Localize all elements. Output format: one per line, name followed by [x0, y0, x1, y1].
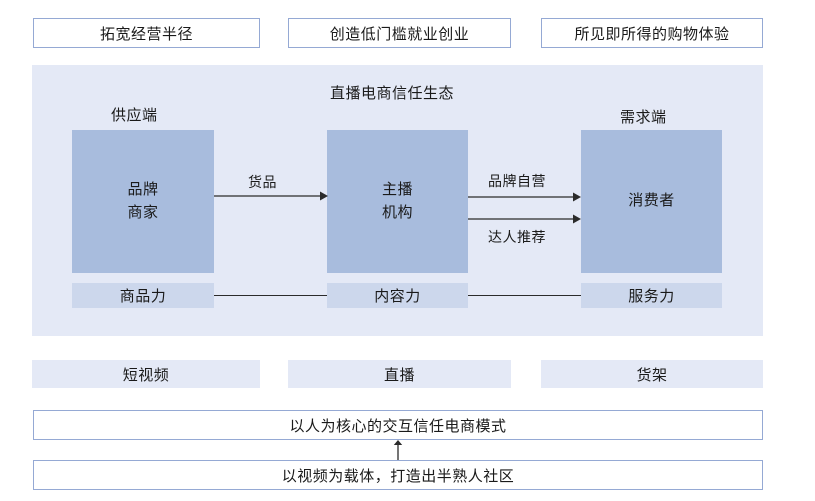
goal-label: 拓宽经营半径 — [99, 26, 193, 43]
channel-box-live-stream[interactable]: 直播 — [288, 360, 511, 388]
summary-label: 以视频为载体，打造出半熟人社区 — [281, 468, 515, 485]
goal-box-broaden-radius[interactable]: 拓宽经营半径 — [33, 18, 260, 48]
ecosystem-title: 直播电商信任生态 — [330, 86, 455, 102]
actor-box-consumer[interactable]: 消费者 — [581, 130, 722, 273]
goal-box-low-barrier-employment[interactable]: 创造低门槛就业创业 — [288, 18, 511, 48]
summary-label: 以人为核心的交互信任电商模式 — [289, 418, 507, 435]
actor-box-brand-merchant[interactable]: 品牌 商家 — [72, 130, 214, 273]
channel-box-shelf[interactable]: 货架 — [541, 360, 763, 388]
actor-label-line2: 机构 — [381, 204, 413, 221]
arrow-goods-icon — [214, 191, 328, 201]
demand-side-label: 需求端 — [620, 110, 667, 126]
actor-box-streamer-agency[interactable]: 主播 机构 — [327, 130, 468, 273]
capability-label: 内容力 — [374, 289, 421, 305]
flow-label-brand-self-operated: 品牌自营 — [488, 175, 546, 190]
capability-box-product-power[interactable]: 商品力 — [72, 283, 214, 308]
actor-label-line1: 消费者 — [628, 193, 675, 210]
capability-label: 商品力 — [119, 289, 167, 305]
actor-label-line1: 主播 — [381, 182, 413, 198]
flow-label-influencer-recommend: 达人推荐 — [488, 231, 546, 246]
capability-connector-line — [468, 295, 581, 296]
channel-label: 货架 — [636, 367, 668, 384]
channel-box-short-video[interactable]: 短视频 — [32, 360, 260, 388]
arrow-up-summary-icon — [393, 440, 403, 462]
goal-box-wysiwyg-shopping[interactable]: 所见即所得的购物体验 — [541, 18, 763, 48]
summary-box-human-centric-model[interactable]: 以人为核心的交互信任电商模式 — [33, 410, 763, 440]
channel-label: 短视频 — [122, 367, 170, 384]
goal-label: 创造低门槛就业创业 — [329, 26, 470, 43]
supply-side-label: 供应端 — [111, 108, 158, 124]
summary-box-video-community[interactable]: 以视频为载体，打造出半熟人社区 — [33, 460, 763, 490]
capability-box-service-power[interactable]: 服务力 — [581, 283, 722, 308]
actor-label-line2: 商家 — [127, 204, 159, 221]
capability-label: 服务力 — [628, 289, 675, 305]
actor-label-line1: 品牌 — [127, 182, 159, 198]
capability-connector-line — [214, 295, 327, 296]
flow-label-goods: 货品 — [248, 176, 277, 191]
arrow-influencer-recommend-icon — [468, 214, 581, 224]
capability-box-content-power[interactable]: 内容力 — [327, 283, 468, 308]
arrow-brand-self-operated-icon — [468, 192, 581, 202]
channel-label: 直播 — [383, 367, 415, 384]
goal-label: 所见即所得的购物体验 — [574, 26, 730, 43]
